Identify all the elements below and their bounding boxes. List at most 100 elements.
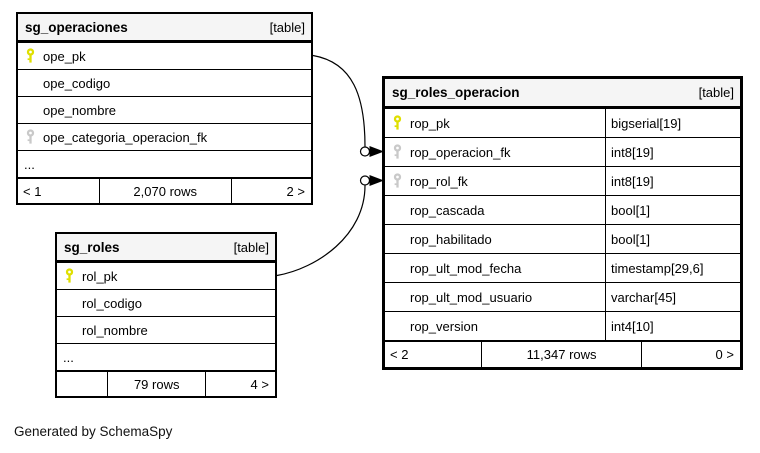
column-name: ope_pk: [43, 48, 86, 64]
column-name: ope_codigo: [43, 75, 111, 91]
column-name: rop_habilitado: [410, 231, 492, 247]
column-type-text: timestamp[29,6]: [611, 260, 704, 276]
column-name: ope_nombre: [43, 102, 116, 118]
column-name: rop_ult_mod_usuario: [410, 289, 533, 305]
primary-key-icon: [392, 115, 403, 131]
column-row: rop_rol_fk int8[19]: [385, 166, 740, 195]
column-name-cell: rop_ult_mod_fecha: [385, 254, 605, 282]
column-row: rop_pk bigserial[19]: [385, 108, 740, 137]
column-name-cell: rop_operacion_fk: [385, 138, 605, 166]
column-name-cell: rop_ult_mod_usuario: [385, 283, 605, 311]
footer-implied-left: < 1: [18, 179, 99, 203]
foreign-key-icon: [25, 129, 36, 145]
foreign-key-icon: [392, 144, 403, 160]
column-row: rop_version int4[10]: [385, 311, 740, 340]
column-name-cell: ope_codigo: [18, 70, 311, 96]
column-type: timestamp[29,6]: [605, 254, 740, 282]
footer-implied-right-text: 2 >: [286, 183, 305, 199]
table-header[interactable]: sg_roles_operacion [table]: [385, 79, 740, 108]
column-name: rol_pk: [82, 268, 118, 284]
table-footer: 79 rows 4 >: [57, 370, 275, 396]
footer-implied-left: [57, 372, 107, 396]
footer-implied-right-text: 4 >: [250, 376, 269, 392]
column-type-text: int4[10]: [611, 318, 654, 334]
column-name: rop_ult_mod_fecha: [410, 260, 522, 276]
table-sg_roles_operacion[interactable]: sg_roles_operacion [table] rop_pk bigserial…: [382, 76, 743, 370]
footer-implied-left: < 2: [385, 342, 481, 367]
column-type-text: int8[19]: [611, 144, 654, 160]
footer-implied-left-text: < 1: [23, 183, 42, 199]
column-name-cell: rop_habilitado: [385, 225, 605, 253]
column-name-cell: rol_codigo: [57, 290, 275, 316]
footer-rows-count-text: 2,070 rows: [133, 183, 198, 199]
column-type: varchar[45]: [605, 283, 740, 311]
table-type-badge: [table]: [233, 239, 269, 255]
footer-rows-count-text: 11,347 rows: [526, 347, 597, 362]
column-row: rol_codigo: [57, 289, 275, 316]
column-name: rop_cascada: [410, 202, 485, 218]
column-type-text: varchar[45]: [611, 289, 677, 305]
footer-implied-right-text: 0 >: [715, 347, 734, 362]
table-type-badge: [table]: [269, 19, 305, 35]
footer-rows-count: 79 rows: [107, 372, 207, 396]
column-type: bool[1]: [605, 225, 740, 253]
connector-circle: [359, 146, 371, 157]
table-header[interactable]: sg_operaciones [table]: [18, 14, 311, 42]
footer-rows-count: 2,070 rows: [98, 179, 232, 203]
footer-implied-left-text: < 2: [390, 347, 409, 362]
column-name: rol_nombre: [82, 322, 148, 338]
primary-key-icon: [25, 48, 36, 64]
footer-implied-right: 4 >: [206, 372, 275, 396]
column-name: ...: [63, 349, 74, 365]
footer-implied-right: 0 >: [642, 342, 740, 367]
column-type: int4[10]: [605, 312, 740, 340]
column-name-cell: rol_nombre: [57, 317, 275, 343]
column-name: rol_codigo: [82, 295, 142, 311]
table-footer: < 2 11,347 rows 0 >: [385, 340, 740, 367]
column-name: ope_categoria_operacion_fk: [43, 129, 208, 145]
column-row: rol_nombre: [57, 316, 275, 343]
column-name: ...: [24, 156, 35, 172]
column-row: rop_habilitado bool[1]: [385, 224, 740, 253]
table-type-badge: [table]: [698, 85, 734, 100]
table-header[interactable]: sg_roles [table]: [57, 234, 275, 262]
generated-by-note: Generated by SchemaSpy: [14, 424, 173, 439]
column-name-cell: ...: [57, 344, 275, 370]
column-type: int8[19]: [605, 138, 740, 166]
column-name-cell: rop_cascada: [385, 196, 605, 224]
column-type: bigserial[19]: [605, 109, 740, 137]
foreign-key-icon: [392, 173, 403, 189]
more-columns-row: ...: [18, 150, 311, 177]
column-name-cell: ope_pk: [18, 43, 311, 69]
column-name: rop_rol_fk: [410, 173, 468, 189]
column-type: int8[19]: [605, 167, 740, 195]
column-name-cell: ope_categoria_operacion_fk: [18, 124, 311, 150]
column-name-cell: rop_version: [385, 312, 605, 340]
connector-circle: [359, 175, 371, 186]
column-name: rop_pk: [410, 115, 450, 131]
column-row: ope_codigo: [18, 69, 311, 96]
footer-rows-count-text: 79 rows: [133, 376, 180, 392]
table-title: sg_roles: [64, 239, 120, 255]
column-name-cell: ...: [18, 151, 311, 177]
column-row: rop_ult_mod_usuario varchar[45]: [385, 282, 740, 311]
table-title: sg_roles_operacion: [392, 85, 520, 100]
column-type-text: int8[19]: [611, 173, 654, 189]
column-name: rop_version: [410, 318, 478, 334]
column-row: ope_pk: [18, 42, 311, 69]
table-sg_roles[interactable]: sg_roles [table] rol_pk rol_codigo rol_nombr…: [55, 232, 277, 398]
column-name-cell: rop_pk: [385, 109, 605, 137]
column-row: rop_operacion_fk int8[19]: [385, 137, 740, 166]
column-name: rop_operacion_fk: [410, 144, 511, 160]
column-name-cell: rol_pk: [57, 263, 275, 289]
relationship-line: [312, 54, 366, 147]
table-title: sg_operaciones: [25, 19, 128, 35]
footer-implied-right: 2 >: [232, 179, 311, 203]
more-columns-row: ...: [57, 343, 275, 370]
column-row: rop_ult_mod_fecha timestamp[29,6]: [385, 253, 740, 282]
column-type-text: bool[1]: [611, 231, 651, 247]
column-row: ope_categoria_operacion_fk: [18, 123, 311, 150]
footer-rows-count: 11,347 rows: [480, 342, 643, 367]
